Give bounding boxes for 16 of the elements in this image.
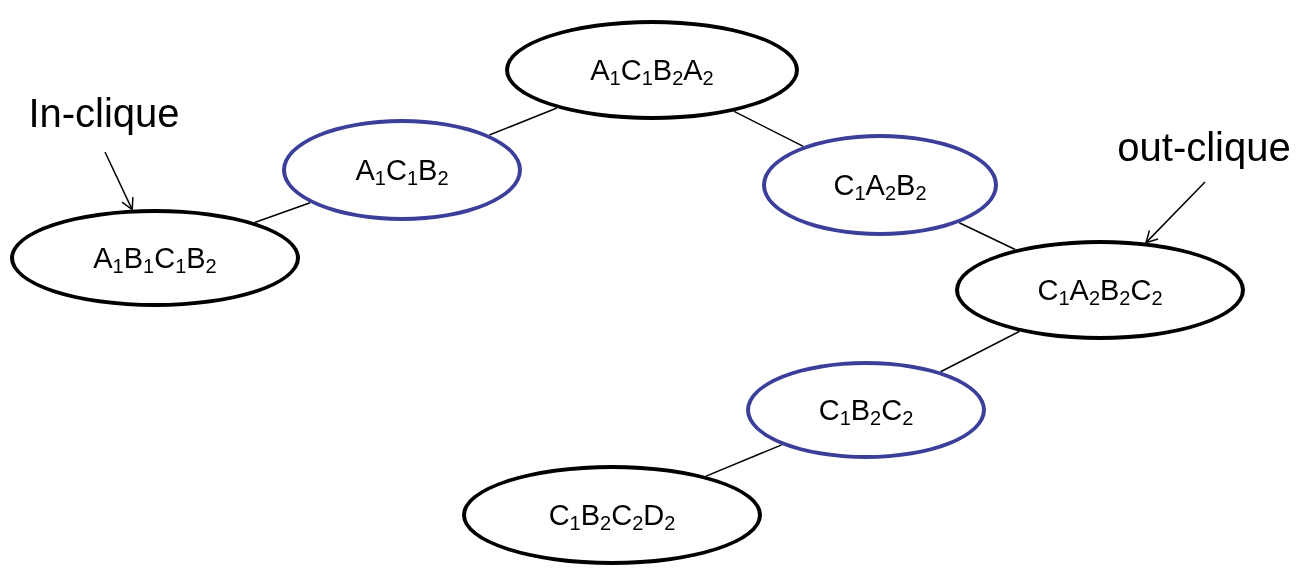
node-label: C$_{1}$A$_{2}$B$_{2}$ xyxy=(833,170,927,200)
node-label: A$_{1}$C$_{1}$B$_{2}$A$_{2}$ xyxy=(590,55,714,85)
connector-line xyxy=(939,330,1020,373)
node-label: A$_{1}$C$_{1}$B$_{2}$ xyxy=(355,155,449,185)
node-label: C$_{1}$B$_{2}$C$_{2}$D$_{2}$ xyxy=(548,500,676,530)
connector-line xyxy=(488,107,558,136)
connector-line xyxy=(705,444,783,477)
node-label: C$_{1}$B$_{2}$C$_{2}$ xyxy=(818,395,914,425)
connector-line xyxy=(733,110,805,148)
node-label: C$_{1}$A$_{2}$B$_{2}$C$_{2}$ xyxy=(1037,275,1163,305)
connector-line xyxy=(958,222,1016,251)
node-label: A$_{1}$B$_{1}$C$_{1}$B$_{2}$ xyxy=(93,243,217,273)
arrow xyxy=(104,151,134,211)
connector-line xyxy=(253,202,311,224)
annotation-label: out-clique xyxy=(1117,127,1291,167)
annotation-label: In-clique xyxy=(28,93,180,133)
